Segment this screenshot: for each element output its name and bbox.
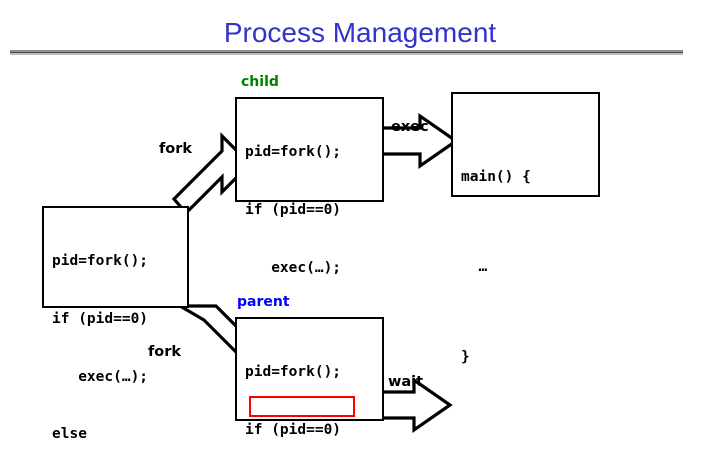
code-line: if (pid==0) <box>52 311 149 327</box>
code-line: } <box>461 349 470 365</box>
code-line: pid=fork(); <box>52 253 149 270</box>
code-line: exec(…); <box>52 368 149 385</box>
code-line: else <box>52 426 87 443</box>
exec-arrow <box>380 112 459 170</box>
code-line: main() { <box>461 169 531 185</box>
fork-label-bottom: fork <box>148 344 182 360</box>
wait-label: wait <box>388 374 424 390</box>
parent-branch-code-box: pid=fork(); if (pid==0) exec(…); else wa… <box>235 317 384 438</box>
wait-arrow <box>380 376 453 434</box>
parent-label: parent <box>237 294 290 310</box>
code-line: if (pid==0) <box>245 422 342 438</box>
code-line: if (pid==0) <box>245 202 342 218</box>
parent-process-code-box: pid=fork(); if (pid==0) exec(…); else wa… <box>42 206 189 442</box>
code-line: exec(…); <box>245 259 342 276</box>
page-title: Process Management <box>223 17 497 48</box>
code-line: pid=fork(); <box>245 144 342 161</box>
code-line: … <box>461 259 488 275</box>
exec-label: exec <box>391 119 429 135</box>
fork-label-top: fork <box>159 141 193 157</box>
child-process-code-box: pid=fork(); if (pid==0) exec(…); else wa… <box>235 97 384 391</box>
exec-image-code-box: main() { … } <box>451 92 600 365</box>
child-label: child <box>241 74 279 90</box>
code-line: pid=fork(); <box>245 364 342 381</box>
title-divider <box>10 50 683 55</box>
